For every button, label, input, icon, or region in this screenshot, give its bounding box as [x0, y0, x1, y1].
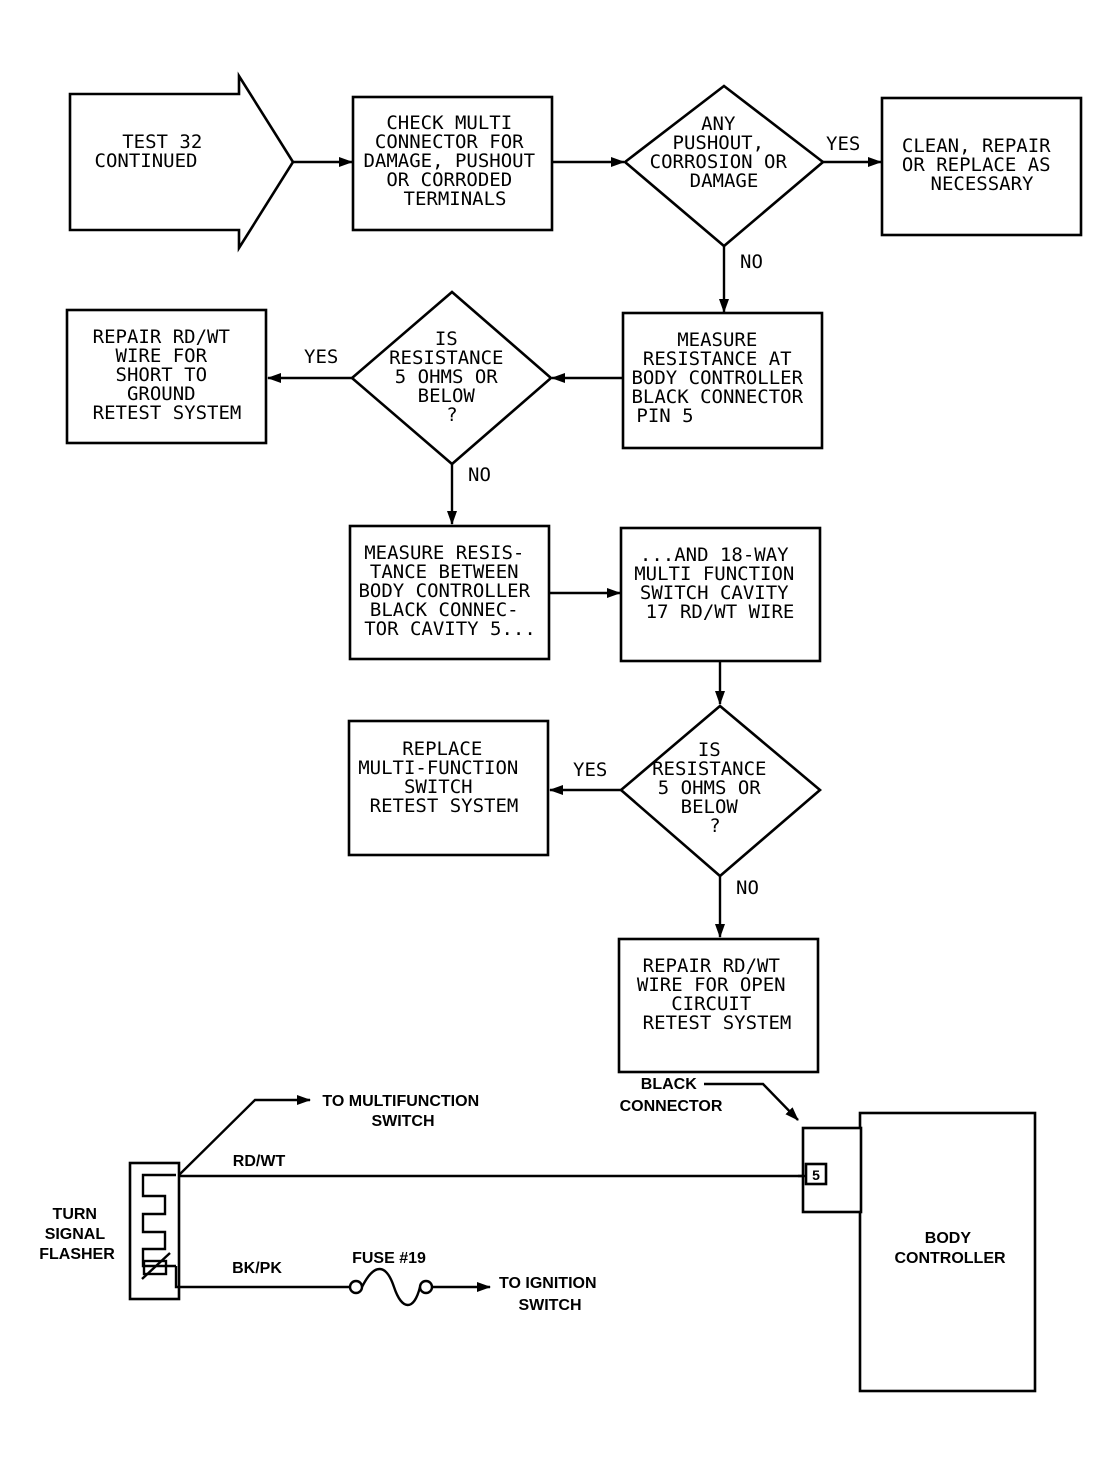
box-measure-pin5: MEASURE RESISTANCE AT BODY CONTROLLER BL… [621, 311, 824, 450]
body-controller [798, 1111, 1037, 1393]
decision-any-pushout: ANY PUSHOUT, CORROSION OR DAMAGE [622, 84, 826, 248]
box-repair-short: REPAIR RD/WT WIRE FOR SHORT TO GROUND RE… [65, 308, 268, 445]
is-resistance-1-text: IS RESISTANCE 5 OHMS OR BELOW ? [389, 328, 515, 426]
decision-is-resistance-2: IS RESISTANCE 5 OHMS OR BELOW ? [619, 704, 823, 878]
no-label-1: NO [740, 251, 763, 273]
measure-pin5-text: MEASURE RESISTANCE AT BODY CONTROLLER BL… [631, 329, 814, 427]
wire-to-multifunction [178, 1095, 311, 1176]
yes-label-3: YES [573, 759, 607, 781]
flasher-label: TURN SIGNAL FLASHER [39, 1206, 115, 1263]
box-clean-repair: CLEAN, REPAIR OR REPLACE AS NECESSARY [880, 96, 1083, 237]
no-label-3: NO [736, 877, 759, 899]
bkpk-label: BK/PK [232, 1260, 282, 1277]
box-and-18way: ...AND 18-WAY MULTI FUNCTION SWITCH CAVI… [619, 526, 822, 663]
and-18way-text: ...AND 18-WAY MULTI FUNCTION SWITCH CAVI… [634, 544, 806, 623]
body-controller-label: BODY CONTROLLER [894, 1230, 1006, 1267]
rdwt-label: RD/WT [233, 1153, 286, 1170]
replace-switch-text: REPLACE MULTI-FUNCTION SWITCH RETEST SYS… [358, 738, 530, 817]
box-measure-between: MEASURE RESIS- TANCE BETWEEN BODY CONTRO… [348, 524, 551, 661]
start-text: TEST 32 CONTINUED [95, 131, 214, 172]
turn-signal-flasher [128, 1161, 181, 1301]
black-connector-label: BLACK CONNECTOR [620, 1076, 723, 1115]
clean-repair-text: CLEAN, REPAIR OR REPLACE AS NECESSARY [902, 135, 1062, 195]
to-multifunction-label: TO MULTIFUNCTION SWITCH [322, 1093, 483, 1130]
wire-bk-pk [174, 1282, 350, 1289]
any-pushout-text: ANY PUSHOUT, CORROSION OR DAMAGE [650, 113, 799, 192]
check-connector-text: CHECK MULTI CONNECTOR FOR DAMAGE, PUSHOU… [363, 112, 546, 210]
box-repair-open: REPAIR RD/WT WIRE FOR OPEN CIRCUIT RETES… [617, 937, 820, 1074]
yes-label-1: YES [826, 133, 860, 155]
no-label-2: NO [468, 464, 491, 486]
black-connector-pointer [704, 1082, 799, 1121]
fuse-19 [348, 1268, 434, 1307]
repair-short-text: REPAIR RD/WT WIRE FOR SHORT TO GROUND RE… [93, 326, 242, 424]
box-replace-switch: REPLACE MULTI-FUNCTION SWITCH RETEST SYS… [347, 719, 550, 857]
to-ignition-label: TO IGNITION SWITCH [499, 1275, 601, 1314]
repair-open-text: REPAIR RD/WT WIRE FOR OPEN CIRCUIT RETES… [637, 955, 797, 1034]
fuse-label: FUSE #19 [352, 1250, 426, 1267]
measure-between-text: MEASURE RESIS- TANCE BETWEEN BODY CONTRO… [358, 542, 541, 640]
yes-label-2: YES [304, 346, 338, 368]
start-block-arrow: TEST 32 CONTINUED [68, 71, 295, 253]
box-check-connector: CHECK MULTI CONNECTOR FOR DAMAGE, PUSHOU… [351, 95, 554, 232]
pin-5-label: 5 [812, 1167, 820, 1183]
is-resistance-2-text: IS RESISTANCE 5 OHMS OR BELOW ? [652, 739, 778, 837]
decision-is-resistance-1: IS RESISTANCE 5 OHMS OR BELOW ? [350, 290, 553, 466]
